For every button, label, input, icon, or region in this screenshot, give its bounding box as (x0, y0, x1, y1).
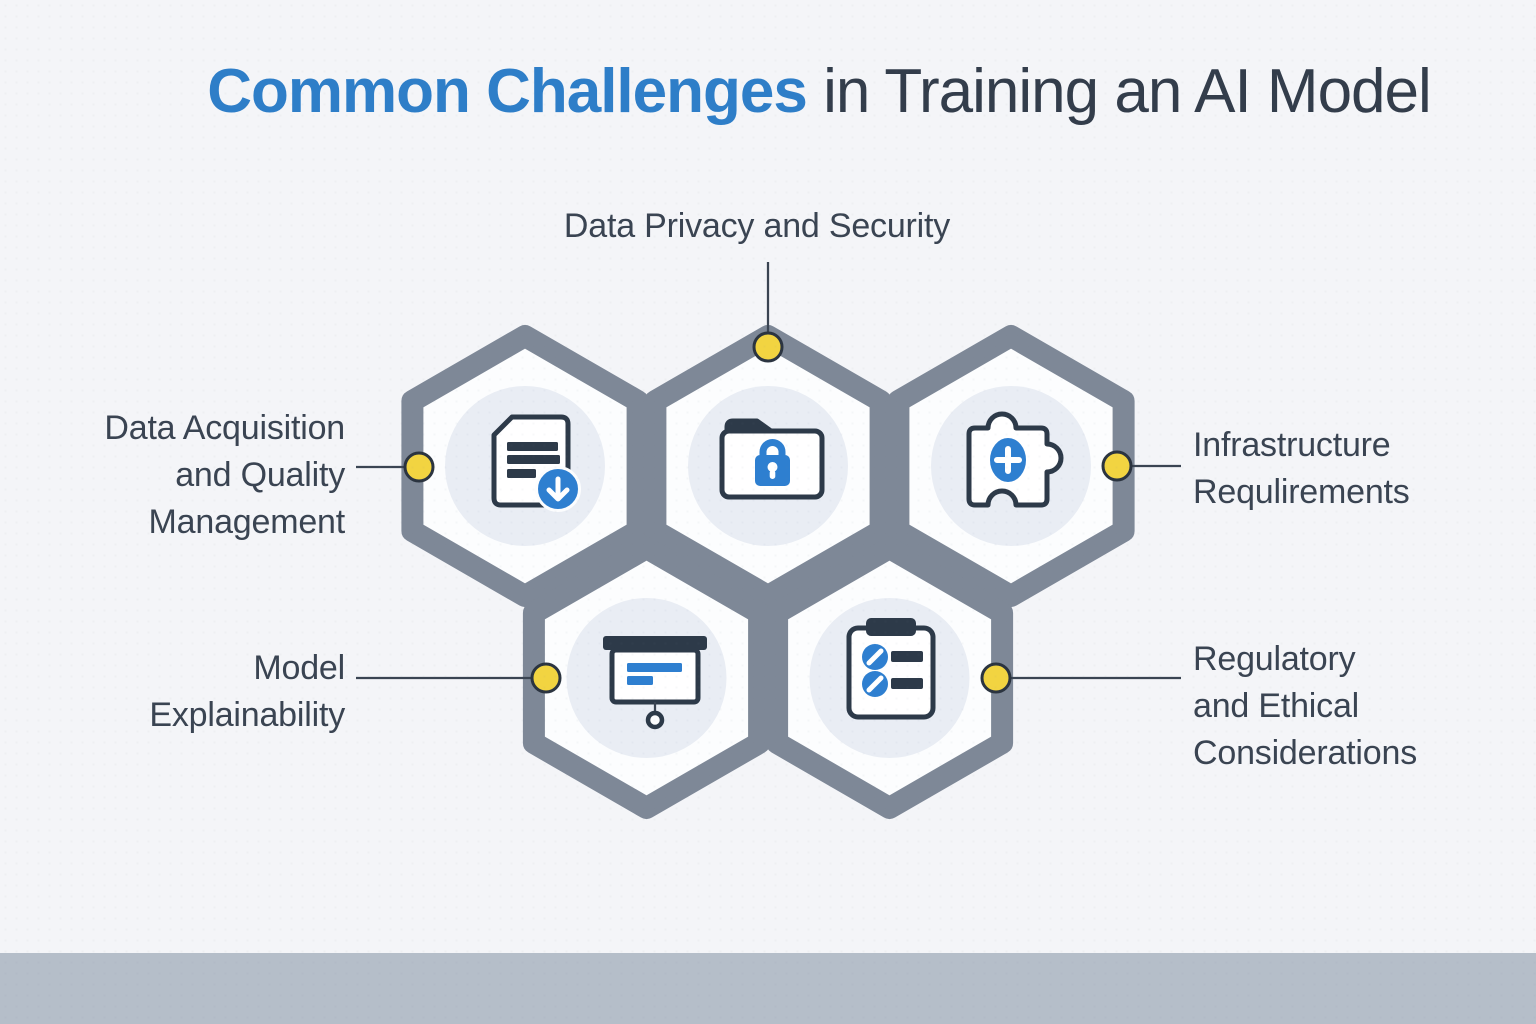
label-line: Data Privacy and Security (563, 207, 951, 245)
label-line: Data Acquisition (104, 409, 345, 447)
vertex-dots (403, 331, 1133, 694)
title-highlight: Common Challenges (207, 57, 808, 126)
label-infrastructure: Infrastructure Requlirements (1193, 422, 1523, 516)
page-title: Common Challenges in Training an AI Mode… (51, 57, 1536, 126)
label-line: Regulatory (1193, 640, 1356, 678)
label-model-explainability: Model Explainability (40, 645, 345, 739)
label-line: Considerations (1193, 734, 1417, 772)
label-line: and Ethical (1193, 687, 1360, 725)
label-line: Requlirements (1193, 473, 1410, 511)
bottom-strip (0, 953, 1536, 1024)
presentation-board-icon (603, 636, 707, 730)
yellow-dot-data-privacy (752, 331, 784, 363)
puzzle-plus-icon (966, 411, 1064, 508)
label-regulatory-ethical: Regulatory and Ethical Considerations (1193, 636, 1523, 777)
label-data-acquisition: Data Acquisition and Quality Management (40, 405, 345, 546)
yellow-dot-model-explainability (530, 662, 562, 694)
document-download-icon (491, 414, 581, 512)
label-line: Explainability (149, 696, 345, 734)
label-data-privacy: Data Privacy and Security (547, 203, 967, 250)
label-line: Model (253, 649, 345, 687)
yellow-dot-data-acquisition (403, 451, 435, 483)
yellow-dot-infrastructure (1101, 450, 1133, 482)
connector-lines (356, 262, 1181, 680)
title-rest: in Training an AI Model (806, 57, 1432, 126)
yellow-dot-regulatory-ethical (980, 662, 1012, 694)
clipboard-checklist-icon (846, 618, 936, 720)
label-line: and Quality (175, 456, 345, 494)
label-line: Infrastructure (1193, 426, 1391, 464)
folder-lock-icon (719, 418, 825, 500)
label-line: Management (148, 503, 346, 541)
